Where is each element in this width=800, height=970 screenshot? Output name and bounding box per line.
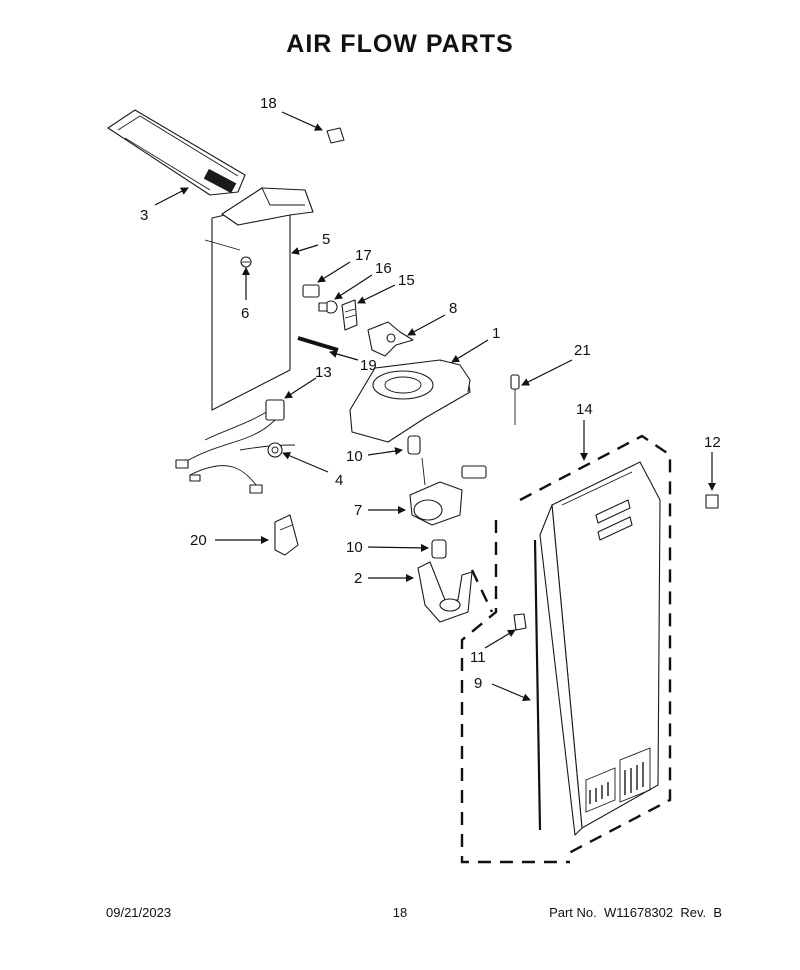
- part-11-clip: [513, 613, 527, 631]
- assembly-outline-9: [460, 520, 570, 864]
- part-20-clip: [274, 514, 299, 556]
- part-10-bushing-lower: [431, 539, 447, 559]
- footer-page-number: 18: [392, 905, 408, 920]
- callout-7: 7: [354, 502, 362, 519]
- callout-numbers: 18 3 5 17 16 15 6 8 1 21 19 13 14 12 10 …: [140, 95, 721, 692]
- callout-19: 19: [360, 357, 377, 374]
- part-1-fan-housing: [349, 359, 471, 443]
- callout-18: 18: [260, 95, 277, 112]
- part-14-rear-panel: [539, 461, 661, 836]
- callout-11: 11: [470, 649, 486, 666]
- callout-10-upper: 10: [346, 448, 363, 465]
- callout-14: 14: [576, 401, 593, 418]
- part-19-rod: [297, 336, 339, 352]
- footer-date: 09/21/2023: [106, 905, 172, 920]
- callout-10-lower: 10: [346, 539, 363, 556]
- callout-21: 21: [574, 342, 591, 359]
- callout-12: 13: [315, 364, 332, 381]
- callout-3: 3: [140, 207, 148, 224]
- part-6-screw: [240, 256, 252, 268]
- callout-8: 8: [449, 300, 457, 317]
- part-18-clip: [326, 127, 345, 144]
- callout-16: 16: [375, 260, 392, 277]
- callout-9: 9: [474, 675, 482, 692]
- part-2-motor-bracket: [417, 561, 473, 623]
- part-17-holder: [302, 284, 320, 298]
- part-16-bulb: [318, 300, 338, 314]
- assembly-outline-14: [519, 434, 672, 857]
- part-7-fan-motor: [409, 457, 487, 526]
- page-title: AIR FLOW PARTS: [286, 30, 514, 58]
- callout-4: 4: [335, 472, 343, 489]
- part-9-seal: [533, 539, 542, 831]
- callout-arrows: [154, 111, 716, 701]
- part-3-duct-cover: [107, 109, 246, 196]
- part-8-fan-blade: [367, 321, 414, 357]
- part-10-bushing-upper: [407, 435, 421, 455]
- callout-1: 1: [492, 325, 500, 342]
- part-13-screw: [705, 494, 719, 509]
- callout-13: 12: [704, 434, 721, 451]
- part-15-bracket: [341, 299, 358, 331]
- callout-5: 5: [322, 231, 330, 248]
- callout-17: 17: [355, 247, 372, 264]
- callout-15: 15: [398, 272, 415, 289]
- callout-2: 2: [354, 570, 362, 587]
- part-4-grommet: [267, 442, 283, 458]
- part-21-screw: [510, 374, 520, 425]
- part-12-wire-harness: [175, 399, 296, 494]
- footer-part-info: Part No. W11678302 Rev. B: [549, 905, 722, 920]
- part-5-air-duct: [204, 187, 314, 411]
- callout-6: 6: [241, 305, 249, 322]
- callout-20: 20: [190, 532, 207, 549]
